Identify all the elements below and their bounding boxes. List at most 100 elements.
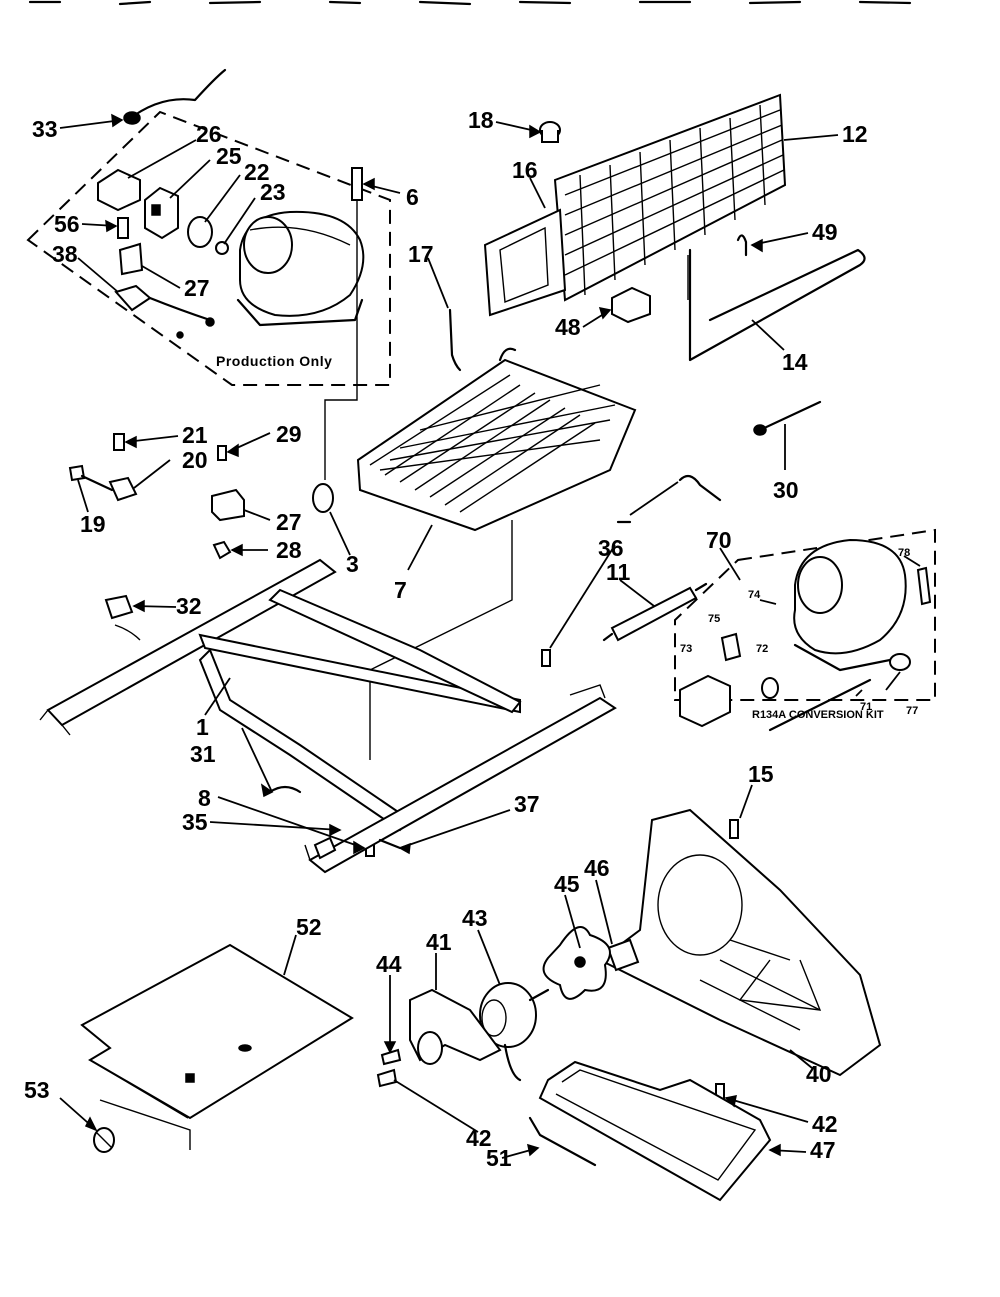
part-number: 74 (748, 589, 761, 601)
clip-32 (104, 594, 134, 620)
part-number: 44 (376, 951, 402, 977)
screw-29 (217, 445, 227, 461)
motor-bracket (409, 988, 502, 1065)
part-number: 7 (394, 577, 407, 603)
part-number: 43 (462, 905, 488, 931)
part-number: 32 (176, 593, 202, 619)
screw-53 (93, 1127, 115, 1153)
part-number: 46 (584, 855, 610, 881)
clamp-48 (611, 286, 651, 324)
part-number: 37 (514, 791, 540, 817)
bolt-30 (753, 400, 822, 436)
clip-31 (268, 785, 302, 794)
part-number: 45 (554, 871, 580, 897)
part-number: 8 (198, 785, 211, 811)
screw-15 (729, 819, 739, 839)
part-number: 48 (555, 314, 581, 340)
screw-36 (541, 649, 551, 667)
screw-44 (380, 1048, 402, 1066)
overload-protector (187, 216, 213, 248)
part-number: 35 (182, 809, 208, 835)
conversion-kit-group: R134A CONVERSION KIT (602, 528, 936, 732)
part-number: 29 (276, 421, 302, 447)
part-number: 25 (216, 143, 242, 169)
part-number: 26 (196, 121, 222, 147)
part-number: 15 (748, 761, 774, 787)
part-number: 17 (408, 241, 434, 267)
part-number: 38 (52, 241, 78, 267)
part-number: 27 (276, 509, 302, 535)
top-edge-marks (28, 0, 912, 6)
screw-21 (113, 433, 125, 451)
fan-motor (479, 982, 550, 1082)
part-number: 30 (773, 477, 799, 503)
part-number: 14 (782, 349, 808, 375)
part-number: 18 (468, 107, 494, 133)
base-frame (39, 558, 522, 832)
part-number: 53 (24, 1077, 50, 1103)
part-number: 41 (426, 929, 452, 955)
part-number: 28 (276, 537, 302, 563)
part-number: 56 (54, 211, 80, 237)
part-number: 71 (860, 701, 872, 713)
relay-27a (118, 242, 144, 276)
conversion-kit-caption: R134A CONVERSION KIT (752, 709, 884, 721)
clip-19 (68, 464, 86, 482)
part-number: 49 (812, 219, 838, 245)
clip (215, 241, 229, 255)
part-number: 42 (812, 1111, 838, 1137)
callout-leaders (59, 113, 921, 1159)
part-number: 11 (606, 559, 631, 585)
bracket-20 (108, 476, 138, 502)
relay-27b (211, 488, 245, 522)
screw-56 (117, 217, 129, 239)
grommet-3 (312, 483, 334, 513)
part-number: 75 (708, 613, 720, 625)
part-number: 40 (806, 1061, 832, 1087)
part-number: 31 (190, 741, 216, 767)
part-number: 42 (466, 1125, 492, 1151)
part-number: 33 (32, 116, 58, 142)
mount-screw-6 (324, 167, 363, 480)
part-number: 52 (296, 914, 322, 940)
fan-blade (542, 926, 611, 1000)
part-number: 12 (842, 121, 868, 147)
part-number: 1 (196, 714, 209, 740)
part-number: 19 (80, 511, 106, 537)
fan-bracket (598, 808, 882, 1077)
part-number: 21 (182, 422, 208, 448)
tube-17 (448, 308, 462, 372)
part-number: 70 (706, 527, 732, 553)
part-number: 47 (810, 1137, 836, 1163)
drain-heater (687, 248, 866, 362)
drain-tube (528, 1116, 597, 1167)
production-only-caption: Production Only (216, 353, 332, 369)
rail-35 (304, 684, 617, 874)
part-number: 73 (680, 643, 692, 655)
overload-bracket (97, 168, 141, 212)
part-number: 3 (346, 551, 359, 577)
power-cord (123, 68, 227, 125)
drain-pan (538, 1060, 772, 1202)
evaporator-lead-line (369, 520, 513, 760)
part-number: 78 (898, 547, 910, 559)
part-number: 22 (244, 159, 270, 185)
part-number-labels: 33 26 25 22 23 56 38 27 6 18 16 12 49 17… (24, 107, 918, 1171)
clip-49 (736, 234, 748, 257)
access-panel (80, 943, 354, 1150)
plug-28 (212, 540, 232, 560)
production-only-group: Production Only (26, 110, 391, 386)
part-number: 77 (906, 705, 918, 717)
part-number: 36 (598, 535, 624, 561)
part-number: 72 (756, 643, 768, 655)
part-number: 51 (486, 1145, 512, 1171)
evaporator-coil (356, 347, 637, 532)
screw-42a (376, 1068, 398, 1088)
part-number: 6 (406, 184, 419, 210)
part-number: 23 (260, 179, 286, 205)
part-number: 16 (512, 157, 538, 183)
compressor-production (236, 210, 365, 327)
retainer-46 (606, 938, 640, 972)
